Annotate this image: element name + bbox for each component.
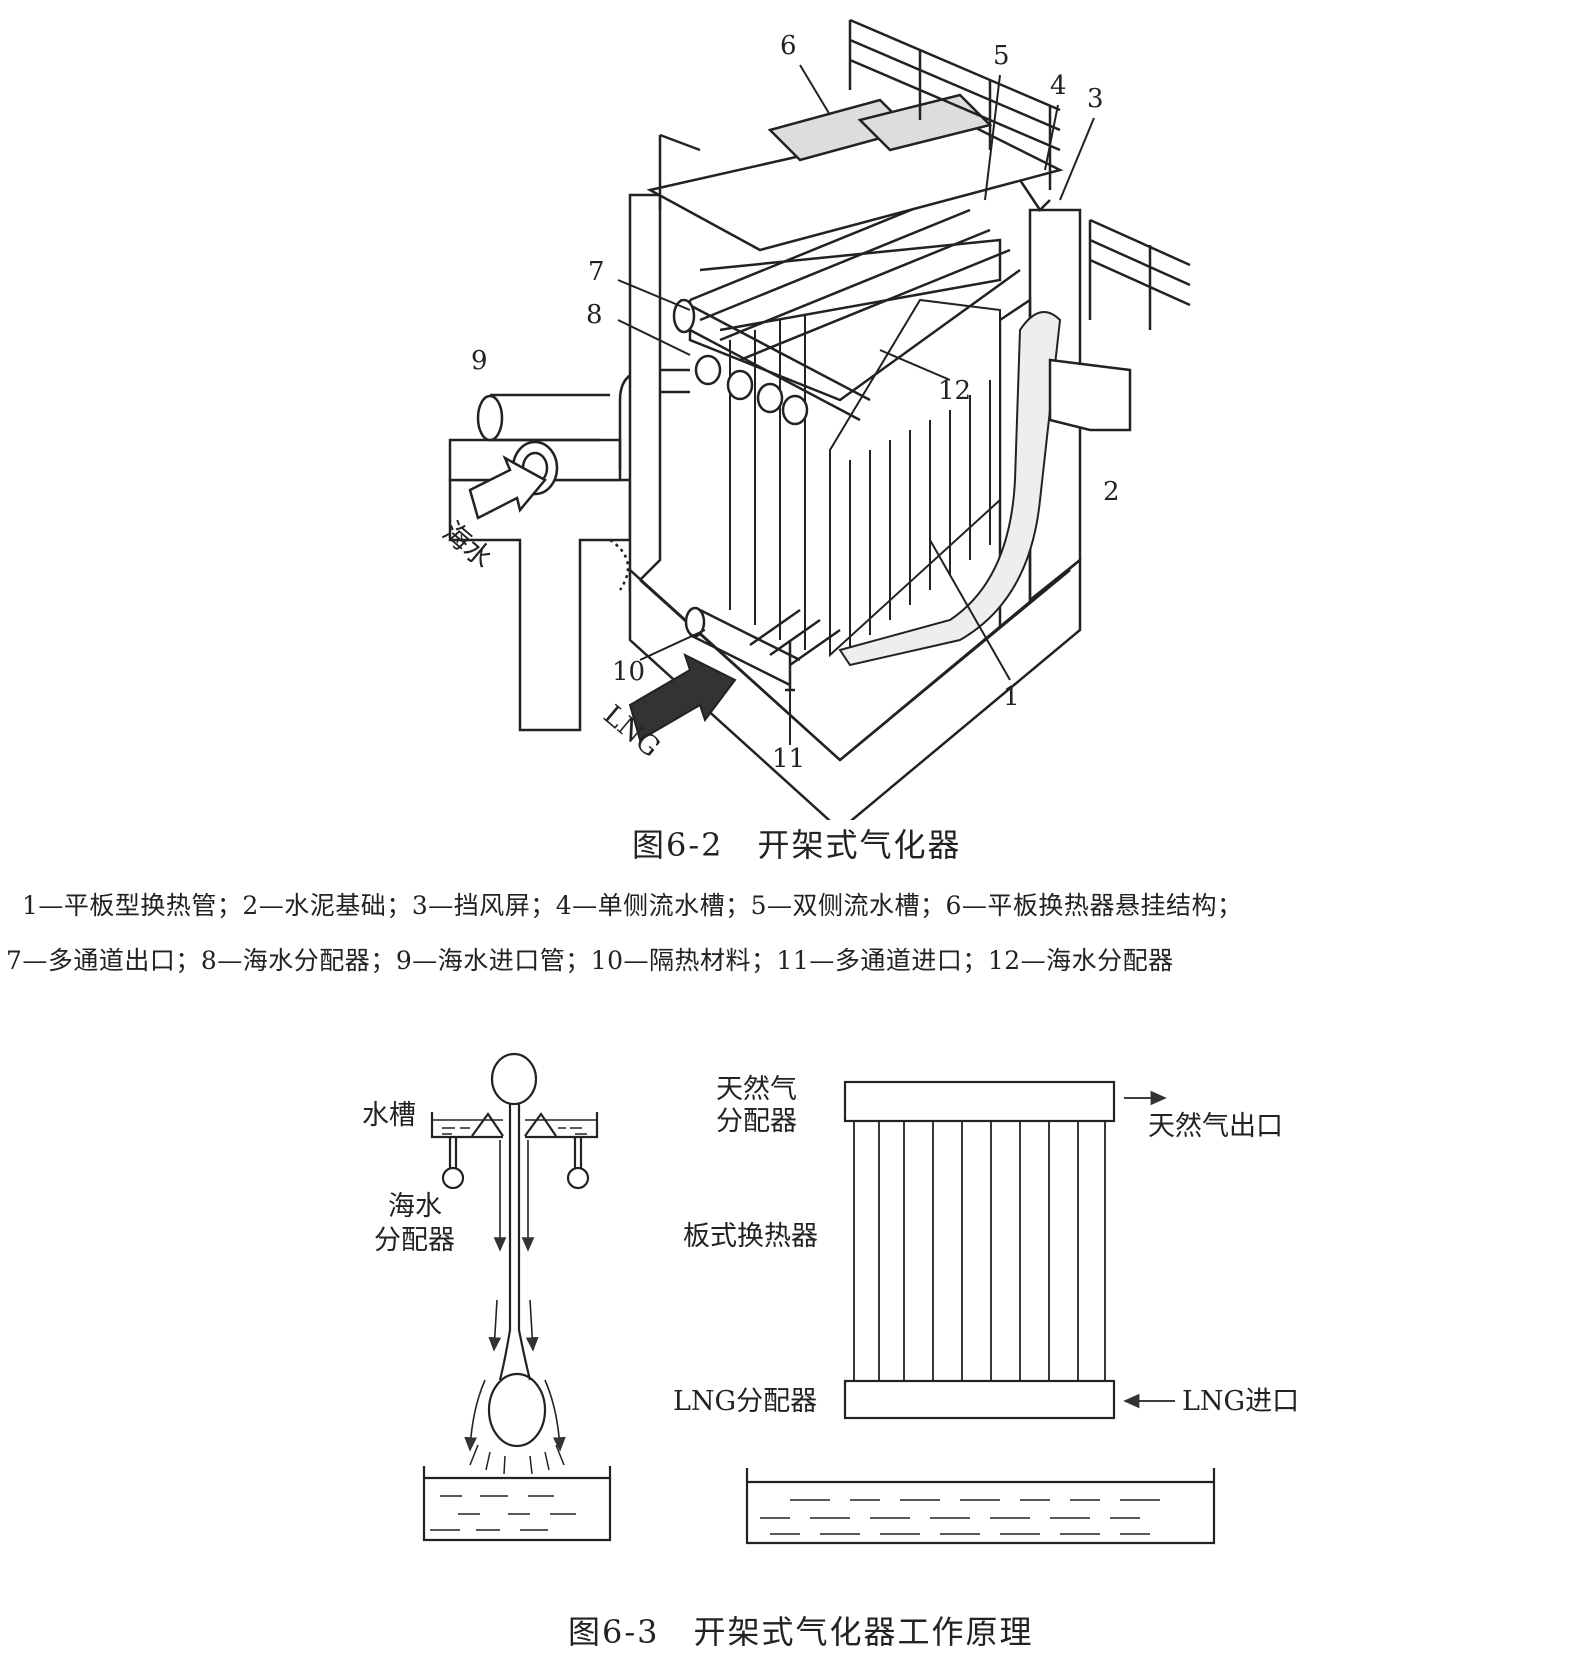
ng-distributor-label-2: 分配器 — [716, 1106, 797, 1137]
trough-label: 水槽 — [362, 1100, 416, 1131]
top-header-circle — [490, 1052, 538, 1106]
callout-6: 6 — [780, 31, 797, 61]
figure-6-2-legend-line-2: 7—多通道出口；8—海水分配器；9—海水进口管；10—隔热材料；11—多通道进口… — [6, 946, 1174, 975]
callout-4: 4 — [1050, 71, 1067, 101]
seawater-distributor-label-2: 分配器 — [374, 1225, 455, 1256]
callout-10: 10 — [612, 657, 646, 687]
callout-5: 5 — [993, 41, 1010, 71]
lng-distributor-label: LNG分配器 — [673, 1386, 818, 1417]
right-basin — [745, 1468, 1216, 1545]
ng-distributor-label-1: 天然气 — [716, 1074, 797, 1105]
callout-9: 9 — [471, 346, 488, 376]
lng-inlet-arrow — [628, 653, 737, 742]
callout-2: 2 — [1103, 477, 1120, 507]
figure-6-2-legend-line-1: 1—平板型换热管；2—水泥基础；3—挡风屏；4—单侧流水槽；5—双侧流水槽；6—… — [22, 891, 1243, 920]
callout-12: 12 — [938, 376, 972, 406]
bottom-header-circle — [487, 1372, 547, 1448]
seawater-inlet-arrow — [468, 455, 547, 520]
ng-distributor-header — [843, 1080, 1116, 1123]
callout-3: 3 — [1087, 84, 1104, 114]
callout-8: 8 — [586, 300, 603, 330]
seawater-distributor-ball-right — [566, 1166, 590, 1190]
seawater-distributor-ball-left — [441, 1166, 465, 1190]
lng-distributor-header — [843, 1379, 1116, 1420]
plate-exchanger-label: 板式换热器 — [683, 1221, 818, 1252]
figure-6-3-caption: 图6-3 开架式气化器工作原理 — [568, 1613, 1034, 1651]
left-basin — [422, 1466, 612, 1542]
seawater-distributor-label-1: 海水 — [388, 1191, 442, 1222]
open-rack-vaporizer-drawing — [448, 18, 1191, 820]
lng-inlet-label: LNG进口 — [1182, 1386, 1300, 1417]
water-trough — [430, 1112, 599, 1139]
ng-outlet-label: 天然气出口 — [1148, 1111, 1283, 1142]
callout-11: 11 — [772, 744, 806, 774]
figure-6-2-caption: 图6-2 开架式气化器 — [632, 826, 962, 864]
callout-7: 7 — [588, 257, 605, 287]
callout-1: 1 — [1003, 682, 1020, 712]
